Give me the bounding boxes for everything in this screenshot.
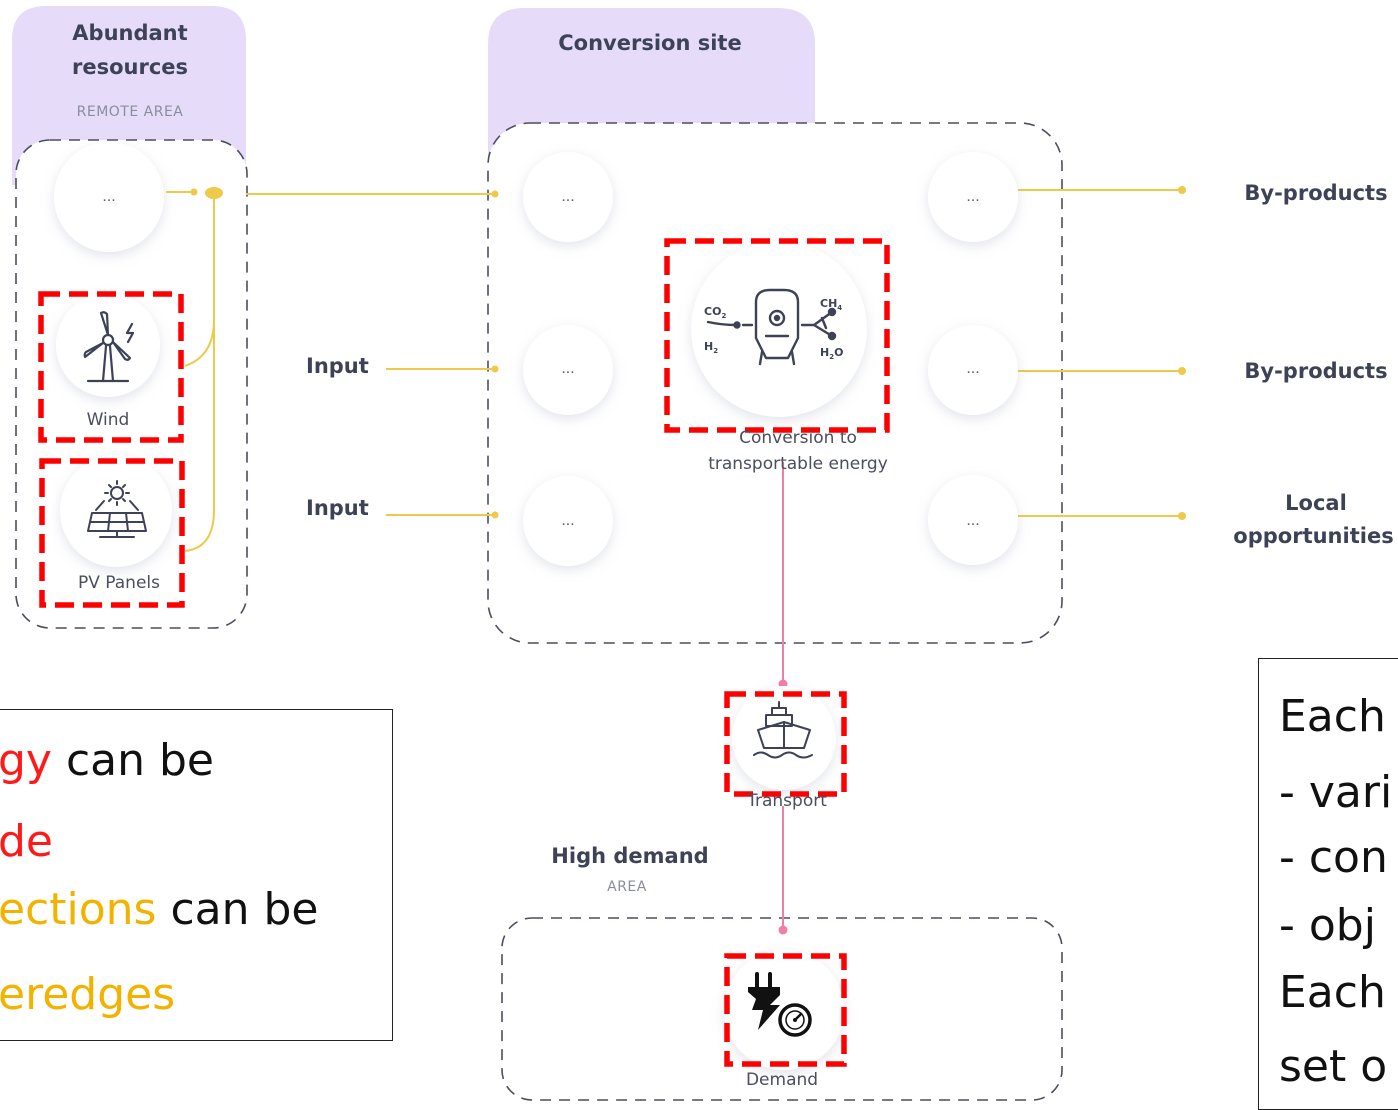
h2o-label: H2O (820, 346, 843, 361)
conversion-input-node-2 (523, 325, 613, 415)
left-note-box: gy can be de ections can be eredges (0, 709, 393, 1041)
demand-highlight (724, 953, 847, 1067)
highlight-boxes (38, 238, 890, 1067)
byproducts-label-1: By-products (1244, 181, 1388, 205)
right-note-box: Each - vari - con - obj Each set o (1258, 658, 1398, 1110)
conversion-output-placeholder-1: ... (966, 188, 980, 205)
conversion-main-node (691, 241, 867, 417)
remote-area-title-line-2: resources (71, 55, 189, 79)
input-1-dot (491, 365, 499, 373)
conversion-in-dot (491, 190, 499, 198)
remote-area-title-line-1: Abundant (72, 21, 188, 45)
transport-highlight (724, 691, 847, 797)
byproduct-1-dot (1178, 186, 1186, 194)
h2-label: H2 (704, 340, 718, 355)
demand-area-title: High demand (551, 844, 709, 868)
pv-highlight (39, 458, 185, 608)
conversion-label-line-1: Conversion to (739, 428, 857, 448)
right-note-line-3: - con (1279, 832, 1388, 883)
conversion-reactor-icon (706, 288, 837, 366)
demand-label: Demand (745, 1070, 819, 1090)
conversion-input-node-3 (523, 476, 613, 566)
conversion-output-node-3 (928, 475, 1018, 565)
right-note-line-4: - obj (1279, 900, 1376, 951)
right-note-line-6: set o (1279, 1041, 1388, 1092)
wind-highlight (38, 291, 184, 443)
conversion-output-placeholder-3: ... (966, 512, 980, 529)
wind-label: Wind (86, 410, 130, 430)
right-note-line-2: - vari (1279, 767, 1393, 818)
ch4-label: CH4 (820, 297, 842, 312)
conversion-output-node-1 (928, 152, 1018, 242)
pv-node (60, 455, 172, 567)
byproduct-2-dot (1178, 367, 1186, 375)
diagram-nodes (54, 142, 1018, 1070)
co2-label: CO2 (704, 305, 726, 320)
conversion-input-placeholder-2: ... (561, 360, 575, 377)
remote-node-dot (190, 188, 198, 196)
left-note-line-1: gy can be (0, 735, 214, 786)
chemical-labels: CO2 H2 CH4 H2O (704, 297, 843, 361)
conversion-site-title: Conversion site (558, 31, 742, 55)
wind-turbine-icon (83, 311, 135, 383)
conversion-input-placeholder-3: ... (561, 512, 575, 529)
local-opportunities-label-line-1: Local (1285, 491, 1347, 515)
conversion-highlight (664, 238, 890, 433)
byproducts-label-2: By-products (1244, 359, 1388, 383)
input-2-dot (491, 511, 499, 519)
conversion-output-placeholder-2: ... (966, 360, 980, 377)
remote-placeholder-node (54, 142, 164, 252)
pv-panel-icon (87, 480, 147, 538)
right-note-line-5: Each (1279, 967, 1386, 1018)
right-note-line-1: Each (1279, 691, 1386, 742)
remote-placeholder-label: ... (102, 188, 116, 205)
bus-dot (205, 187, 223, 199)
left-note-line-2: de (0, 816, 53, 867)
conversion-input-placeholder-1: ... (561, 188, 575, 205)
demand-area-subtitle: AREA (607, 879, 647, 895)
remote-area-subtitle: REMOTE AREA (76, 104, 184, 120)
pv-to-bus-connector (184, 195, 215, 552)
conversion-label-line-2: transportable energy (708, 454, 888, 474)
transport-label: Transport (747, 791, 827, 811)
left-note-line-3: ections can be (0, 884, 319, 935)
input-label-1: Input (306, 354, 369, 378)
local-opportunities-dot (1178, 512, 1186, 520)
local-opportunities-label-line-2: opportunities (1233, 524, 1394, 548)
demand-plug-icon (748, 972, 812, 1037)
pv-label: PV Panels (77, 573, 160, 593)
input-label-2: Input (306, 496, 369, 520)
conversion-input-node-1 (523, 152, 613, 242)
flow-endpoints (190, 186, 1186, 520)
ship-icon (753, 701, 813, 759)
demand-in-dot (778, 925, 788, 935)
conversion-output-node-2 (928, 325, 1018, 415)
left-note-line-4: eredges (0, 969, 176, 1020)
